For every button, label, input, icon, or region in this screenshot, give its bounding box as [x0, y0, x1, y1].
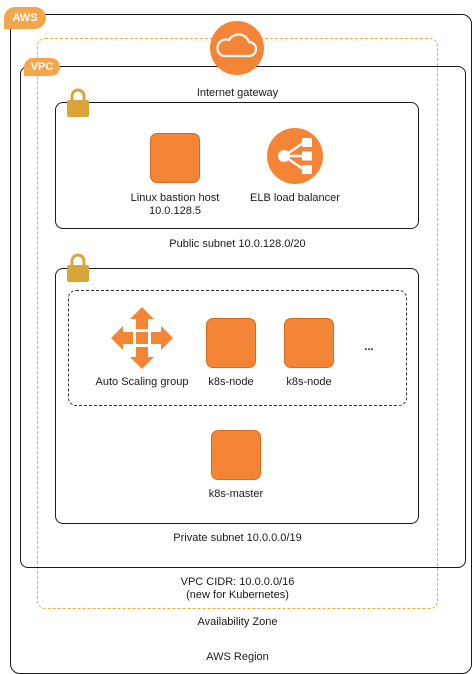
aws-region-label: AWS Region — [206, 651, 269, 663]
aws-tag: AWS — [4, 7, 46, 29]
k8s-node-1-icon — [206, 318, 256, 368]
private-subnet-box — [55, 268, 419, 524]
aws-tag-label: AWS — [12, 12, 38, 24]
internet-gateway-label: Internet gateway — [196, 87, 279, 99]
more-nodes-ellipsis: ... — [364, 341, 374, 353]
k8s-node-2-icon — [284, 318, 334, 368]
private-subnet-lock-icon — [66, 253, 90, 283]
k8s-node-1-label: k8s-node — [208, 376, 254, 388]
private-subnet-label: Private subnet 10.0.0.0/19 — [173, 532, 302, 544]
vpc-cidr-note: (new for Kubernetes) — [186, 589, 289, 601]
public-subnet-label: Public subnet 10.0.128.0/20 — [169, 238, 306, 250]
bastion-host-label: Linux bastion host — [130, 192, 220, 204]
vpc-tag: VPC — [24, 58, 60, 76]
internet-gateway-icon — [209, 20, 265, 76]
public-subnet-box — [55, 102, 419, 229]
public-subnet-lock-icon — [66, 88, 90, 118]
vpc-cidr-label: VPC CIDR: 10.0.0.0/16 — [180, 576, 295, 588]
elb-icon — [266, 127, 324, 185]
auto-scaling-group-box — [68, 290, 407, 406]
auto-scaling-icon — [109, 305, 175, 371]
vpc-tag-label: VPC — [30, 61, 54, 73]
auto-scaling-label: Auto Scaling group — [95, 376, 189, 388]
bastion-host-icon — [150, 133, 200, 183]
availability-zone-label: Availability Zone — [197, 616, 278, 628]
k8s-node-2-label: k8s-node — [286, 376, 332, 388]
k8s-master-label: k8s-master — [208, 488, 264, 500]
bastion-host-ip: 10.0.128.5 — [149, 205, 201, 217]
k8s-master-icon — [211, 430, 261, 480]
elb-label: ELB load balancer — [250, 192, 340, 204]
